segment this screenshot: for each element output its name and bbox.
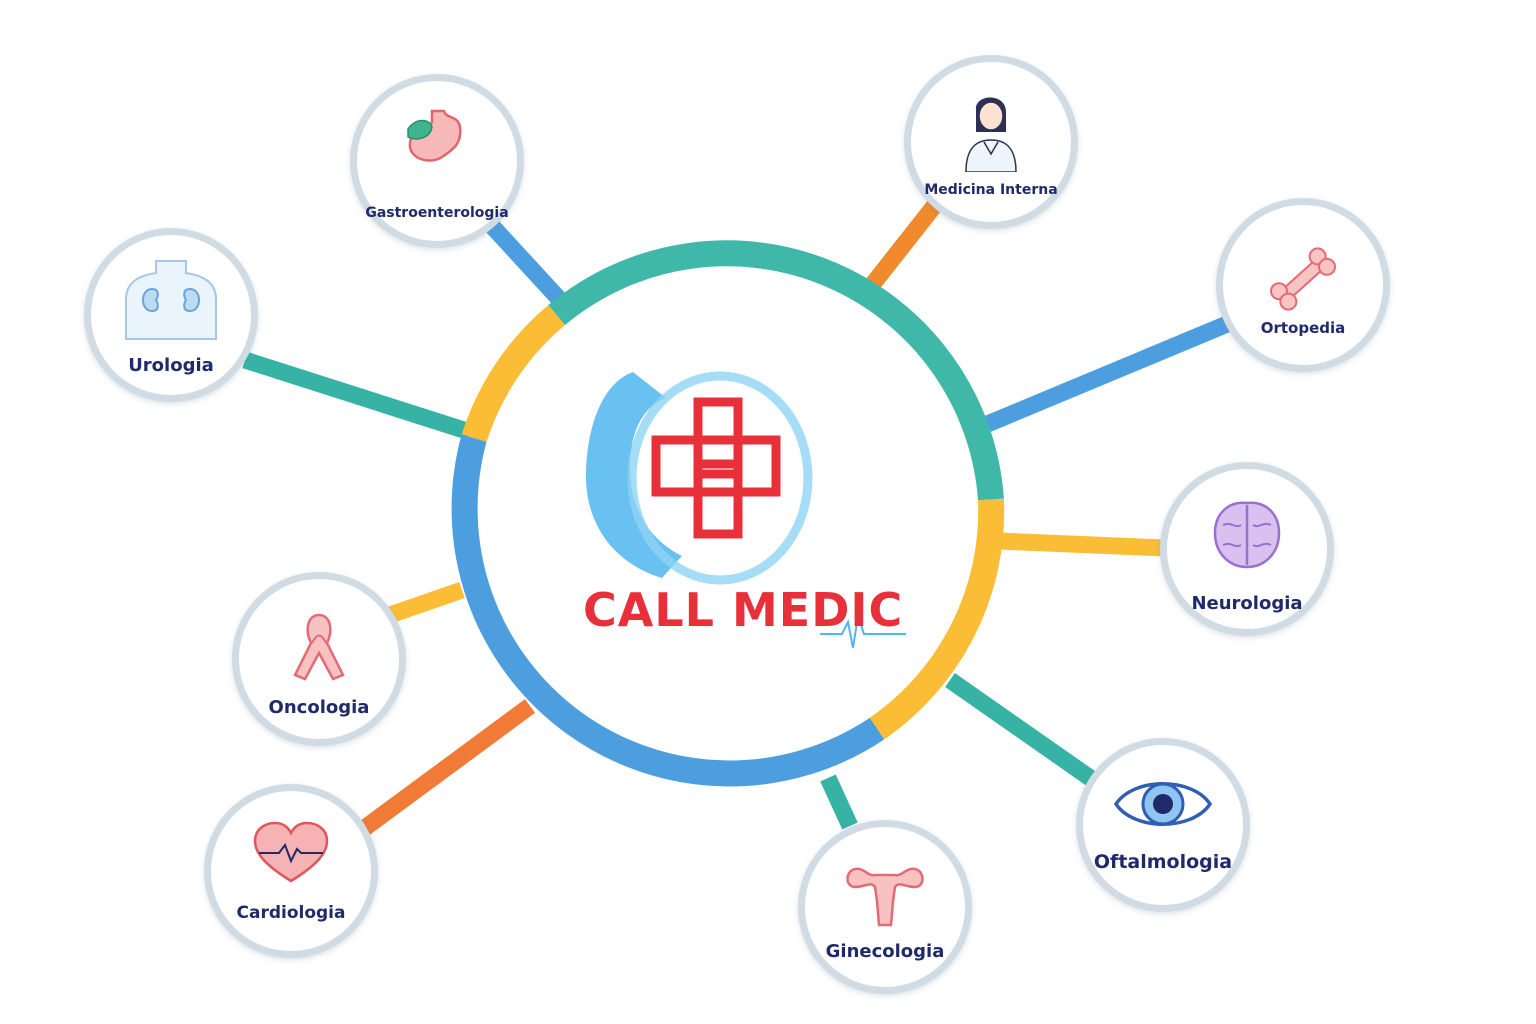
connector-oftalmologia: [945, 673, 1098, 787]
connector-oncologia: [387, 581, 465, 624]
node-neurologia[interactable]: Neurologia: [1160, 462, 1334, 636]
node-urologia[interactable]: Urologia: [84, 228, 258, 402]
heartbeat-line: [820, 615, 906, 649]
stomach-icon: [407, 109, 462, 162]
label-urologia: Urologia: [128, 355, 214, 376]
eye-icon: [1113, 782, 1213, 826]
node-oncologia[interactable]: Oncologia: [232, 572, 406, 746]
node-cardiologia[interactable]: Cardiologia: [204, 784, 378, 958]
node-medicina-interna[interactable]: Medicina Interna: [904, 55, 1078, 229]
label-cardiologia: Cardiologia: [236, 903, 346, 923]
connector-medicina-interna: [865, 199, 942, 291]
cross-icon: [651, 397, 781, 539]
ring-arc-blue: [451, 434, 885, 787]
label-ginecologia: Ginecologia: [825, 941, 945, 962]
node-ortopedia[interactable]: Ortopedia: [1216, 198, 1390, 372]
doctor-icon: [965, 97, 1017, 172]
brain-icon: [1213, 501, 1281, 569]
node-gastroenterologia[interactable]: Gastroenterologia: [350, 74, 524, 248]
label-medicina-interna: Medicina Interna: [924, 182, 1058, 198]
uterus-icon: [846, 867, 924, 927]
ring-arc-yellow-left: [461, 305, 566, 443]
connector-ginecologia: [820, 774, 858, 830]
ribbon-icon: [293, 613, 345, 681]
phone-icon: [585, 372, 682, 578]
connector-cardiologia: [356, 699, 536, 837]
connector-urologia: [242, 351, 473, 441]
label-gastroenterologia: Gastroenterologia: [365, 205, 509, 221]
connector-neurologia: [997, 532, 1166, 557]
ring-arc-teal: [548, 240, 1004, 501]
connector-ortopedia: [981, 314, 1236, 433]
swirl-ring: [627, 371, 813, 585]
node-ginecologia[interactable]: Ginecologia: [798, 820, 972, 994]
kidneys-icon: [125, 260, 217, 340]
heart-icon: [253, 821, 329, 883]
ring-arc-yellow-right: [869, 498, 1005, 740]
bone-icon: [1269, 247, 1337, 311]
brand-name: CALL MEDIC: [583, 583, 904, 637]
node-oftalmologia[interactable]: Oftalmologia: [1076, 738, 1250, 912]
label-oncologia: Oncologia: [268, 697, 370, 718]
label-oftalmologia: Oftalmologia: [1093, 851, 1233, 873]
label-neurologia: Neurologia: [1191, 593, 1303, 614]
connector-gastroenterologia: [485, 220, 567, 306]
label-ortopedia: Ortopedia: [1260, 319, 1346, 337]
